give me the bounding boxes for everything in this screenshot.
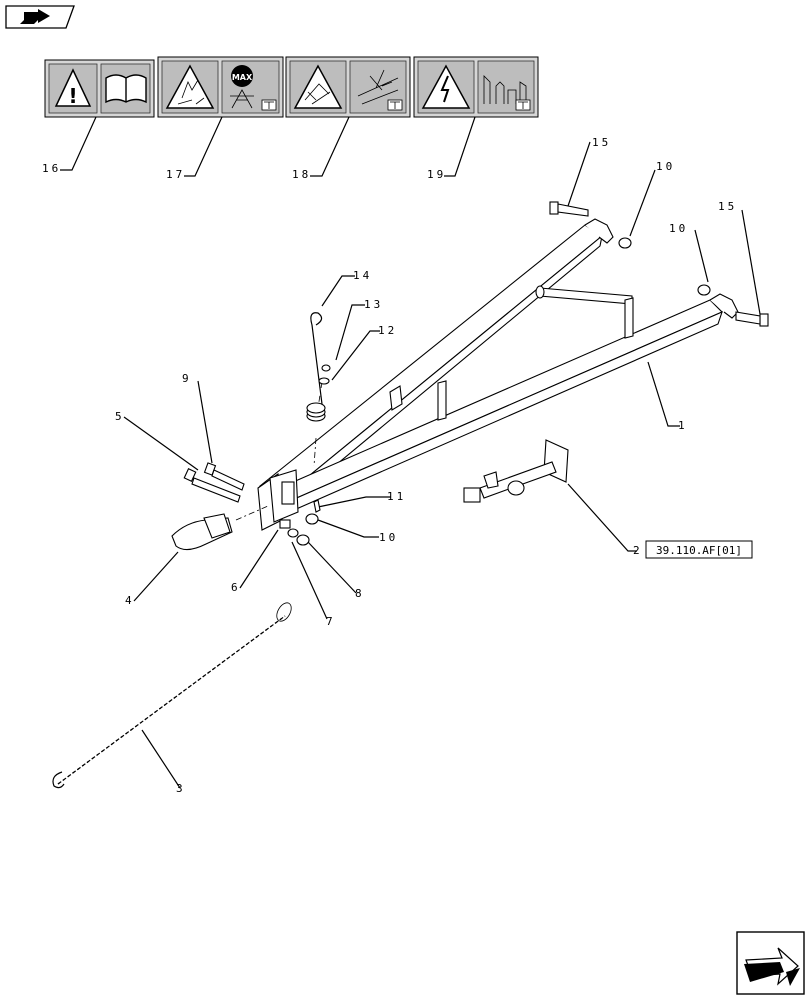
callout-18: 18: [292, 168, 311, 181]
callout-15b: 15: [718, 200, 737, 213]
callout-9: 9: [182, 372, 189, 385]
max-label: MAX: [232, 73, 253, 82]
warning-triangle-icon: [165, 64, 215, 109]
electric-hazard-icon: [440, 75, 450, 103]
drawbar-frame: [235, 218, 739, 531]
callout-10c: 10: [379, 531, 398, 544]
hairpin-clip: [310, 312, 323, 405]
decal-16: !: [44, 59, 155, 118]
callout-2: 2: [633, 544, 640, 557]
washer-12: [318, 377, 330, 385]
jack-stand: [463, 439, 569, 503]
spring: [306, 402, 326, 422]
svg-text:!: !: [68, 84, 77, 108]
reference-label: 39.110.AF[01]: [656, 544, 742, 557]
callout-10b: 10: [669, 222, 688, 235]
callout-13: 13: [364, 298, 383, 311]
manual-book-icon: [105, 74, 147, 104]
nut-10-left: [618, 237, 632, 249]
reference-link[interactable]: 39.110.AF[01]: [645, 540, 753, 559]
callout-12: 12: [378, 324, 397, 337]
warning-triangle-icon: [421, 64, 471, 109]
decal-18: [285, 56, 411, 118]
callout-10a: 10: [656, 160, 675, 173]
bolt-5: [183, 468, 241, 503]
bushing-7: [287, 528, 299, 538]
warning-triangle-icon: [54, 68, 92, 107]
callout-1: 1: [678, 419, 685, 432]
callout-16: 16: [42, 162, 61, 175]
nut-10-front: [305, 513, 319, 525]
callout-19: 19: [427, 168, 446, 181]
callout-5: 5: [115, 410, 122, 423]
callout-6: 6: [231, 581, 238, 594]
bushing-6: [279, 519, 291, 529]
callout-15a: 15: [592, 136, 611, 149]
bolt-15-right: [735, 311, 769, 327]
callout-3: 3: [176, 782, 183, 795]
decal-17: MAX: [157, 56, 284, 118]
callout-14: 14: [353, 269, 372, 282]
callout-7: 7: [326, 615, 333, 628]
decal-19: [413, 56, 539, 118]
callout-11: 11: [387, 490, 406, 503]
hitch-clevis: [171, 513, 233, 551]
callout-8: 8: [355, 587, 362, 600]
callout-labels: 1 2 3 4 5 6 7 8 9 10 10 10 11 12 13 14 1…: [42, 136, 737, 795]
nut-10-right: [697, 284, 711, 296]
safety-chain: [52, 602, 292, 789]
nut-8: [296, 534, 310, 546]
leader-lines: [60, 116, 761, 789]
next-page-arrow-icon[interactable]: [736, 931, 805, 995]
bolt-9: [203, 462, 245, 491]
book-arrow-icon[interactable]: [5, 5, 75, 29]
bolt-15-left: [549, 201, 589, 217]
callout-4: 4: [125, 594, 132, 607]
washer-13: [321, 364, 331, 372]
warning-triangle-icon: [293, 64, 343, 109]
screw-11: [313, 499, 321, 513]
callout-17: 17: [166, 168, 185, 181]
